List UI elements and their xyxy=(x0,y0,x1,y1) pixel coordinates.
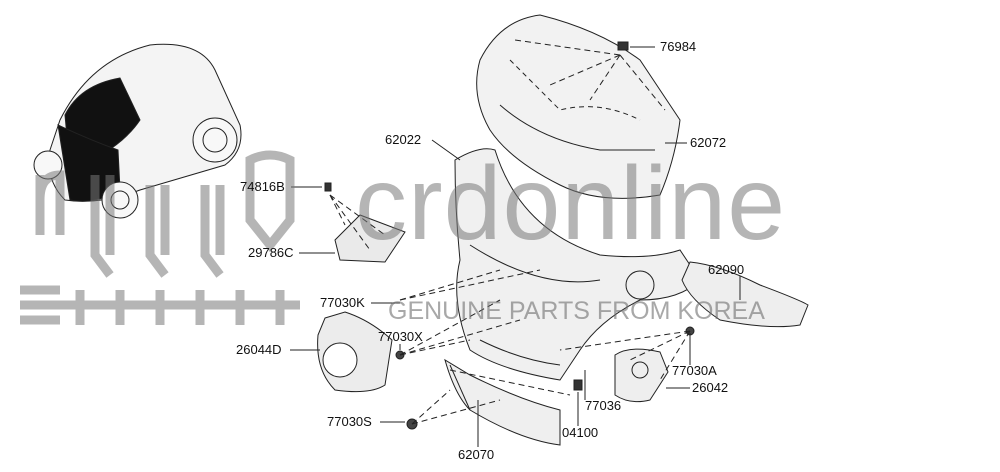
part-label-76984[interactable]: 76984 xyxy=(660,39,697,54)
watermark-brand: crdonline xyxy=(355,146,787,262)
part-label-77030K[interactable]: 77030K xyxy=(320,295,365,310)
part-29786C-shape xyxy=(334,214,406,263)
part-label-26044D[interactable]: 26044D xyxy=(236,342,282,357)
part-label-77030S[interactable]: 77030S xyxy=(327,414,372,429)
part-26042-shape xyxy=(614,348,669,403)
watermark-logo xyxy=(20,150,300,325)
part-label-77030X[interactable]: 77030X xyxy=(378,329,423,344)
part-62072-shape xyxy=(476,14,681,199)
part-label-04100[interactable]: 04100 xyxy=(562,425,599,440)
part-label-62072[interactable]: 62072 xyxy=(690,135,727,150)
part-62090-shape xyxy=(681,261,809,328)
part-label-74816B[interactable]: 74816B xyxy=(240,179,285,194)
part-label-77036[interactable]: 77036 xyxy=(585,398,622,413)
part-62022-shape xyxy=(454,148,701,381)
part-label-62090[interactable]: 62090 xyxy=(708,262,745,277)
watermark-tagline: GENUINE PARTS FROM KOREA xyxy=(388,297,765,325)
vehicle-thumbnail xyxy=(33,43,242,219)
part-label-62022[interactable]: 62022 xyxy=(385,132,422,147)
part-62070-shape xyxy=(444,358,561,446)
part-label-29786C[interactable]: 29786C xyxy=(248,245,294,260)
part-label-62070[interactable]: 62070 xyxy=(458,447,495,462)
part-label-77030A[interactable]: 77030A xyxy=(672,363,717,378)
part-label-26042[interactable]: 26042 xyxy=(692,380,729,395)
